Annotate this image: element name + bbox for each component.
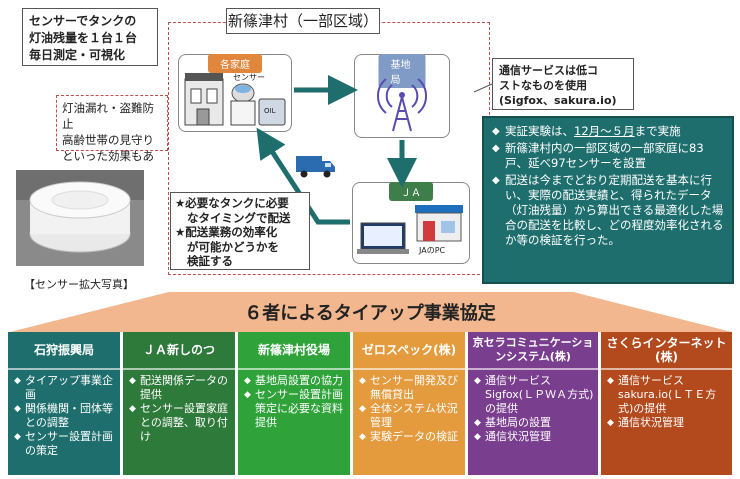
partner-role: センサー設置計画の策定 [14,430,116,458]
partner-role: 基地局設置の協力 [244,374,346,388]
partner-role: 通信状況管理 [607,416,728,430]
partner-role: センサー設置計画策定に必要な資料提供 [244,388,346,430]
ja-pc-label: JAのPC [419,246,446,255]
info-period-range: 12月〜５月 [574,124,635,138]
delivery-line: が可能かどうかを [187,239,279,254]
info-item-period: 実証実験は、12月〜５月まで実施 [492,124,726,139]
truck-icon [296,156,335,178]
partner-role: 通信サービスsakura.io(ＬＴＥ方式)の提供 [607,374,728,416]
partner-role: 配送関係データの提供 [129,374,231,402]
home-node-label: 各家庭 [208,54,262,73]
partner-role: 全体システム状況管理 [359,402,461,430]
partner-column: 石狩振興局 タイアップ事業企画 関係機関・団体等との調整 センサー設置計画の策定 [8,332,120,475]
info-period-post: まで実施 [634,124,681,138]
effects-line: 灯油漏れ・盗難防止 [62,101,154,131]
effects-line: 高齢世帯の見守り [62,133,154,147]
partner-column: 新篠津村役場 基地局設置の協力 センサー設置計画策定に必要な資料提供 [238,332,350,475]
house-icon [184,73,286,126]
sensor-callout: センサーでタンクの 灯油残量を１台１台 毎日測定・可視化 [22,8,158,66]
info-period-pre: 実証実験は、 [505,124,574,138]
sensor-callout-line: センサーでタンクの [29,14,137,28]
partner-role: 関係機関・団体等との調整 [14,402,116,430]
partner-name: 京セラコミュニケーションシステム(株) [468,332,598,370]
region-title: 新篠津村（一部区域） [226,8,380,34]
partner-name: ゼロスペック(株) [353,332,465,370]
experiment-info-box: 実証実験は、12月〜５月まで実施 新篠津村内の一部区域の一部家庭に83戸、延べ9… [482,116,734,284]
home-sensor-label: センサー [233,73,265,82]
delivery-line: なタイミングで配送 [187,210,291,225]
partner-name: ＪＡ新しのつ [123,332,235,370]
partner-column: ＪＡ新しのつ 配送関係データの提供 センサー設置家庭との調整、取り付け [123,332,235,475]
partner-name: 石狩振興局 [8,332,120,370]
base-station-label: 基地局 [378,54,426,88]
info-item-scope: 新篠津村内の一部区域の一部家庭に83戸、延べ97センサーを設置 [492,141,726,171]
agreement-title: ６者によるタイアップ事業協定 [244,303,496,324]
partner-name: さくらインターネット(株) [601,332,732,370]
delivery-line: 検証する [187,254,233,268]
home-node: 各家庭 センサー OIL [178,54,292,132]
partner-column: さくらインターネット(株) 通信サービスsakura.io(ＬＴＥ方式)の提供 … [601,332,732,475]
info-item-method: 配送は今までどおり定期配送を基本に行い、実際の配送実績と、得られたデータ（灯油残… [492,173,726,248]
telecom-line: ストなものを使用 [499,79,587,92]
partner-column: ゼロスペック(株) センサー開発及び無償貸出 全体システム状況管理 実験データの… [353,332,465,475]
partner-role: 基地局の設置 [474,416,594,430]
partner-role: センサー設置家庭との調整、取り付け [129,402,231,444]
partner-column: 京セラコミュニケーションシステム(株) 通信サービスSigfox(ＬＰＷＡ方式)… [468,332,598,475]
sensor-callout-line: 毎日測定・可視化 [29,48,126,62]
partner-role: センサー開発及び無償貸出 [359,374,461,402]
telecom-line: 通信サービスは低コ [499,64,598,77]
partner-role: タイアップ事業企画 [14,374,116,402]
telecom-callout: 通信サービスは低コ ストなものを使用 (Sigfox、sakura.io) [492,58,634,110]
sensor-device-icon [16,170,144,266]
delivery-line: ★配送業務の効率化 [175,225,278,239]
antenna-tower-icon [376,78,428,132]
photo-caption: 【センサー拡大写真】 [24,278,134,291]
sensor-callout-line: 灯油残量を１台１台 [29,31,138,45]
effects-callout: 灯油漏れ・盗難防止 高齢世帯の見守り といった効果もあり [56,95,168,179]
home-tank-label: OIL [264,107,276,115]
ja-node: ＪＡ JAのPC [352,182,470,264]
partner-name: 新篠津村役場 [238,332,350,370]
telecom-line: (Sigfox、sakura.io) [499,94,617,107]
delivery-callout: ★必要なタンクに必要 なタイミングで配送 ★配送業務の効率化 が可能かどうかを … [170,192,310,270]
partner-role: 通信状況管理 [474,430,594,444]
sensor-photo [10,166,150,272]
partner-role: 通信サービスSigfox(ＬＰＷＡ方式)の提供 [474,374,594,416]
base-station-node: 基地局 [354,54,450,138]
pc-icon [357,205,463,254]
delivery-line: ★必要なタンクに必要 [175,196,289,210]
partner-role: 実験データの検証 [359,430,461,444]
